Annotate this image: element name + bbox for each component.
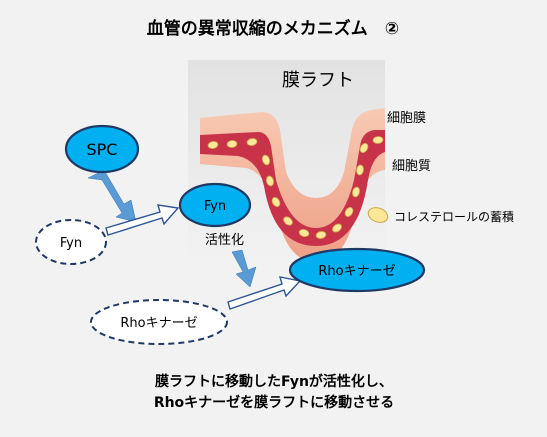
- cytoplasm-label: 細胞質: [392, 159, 431, 174]
- cholesterol-particles: [207, 136, 384, 239]
- activation-label: 活性化: [205, 233, 244, 248]
- cell-membrane-label: 細胞膜: [387, 111, 426, 126]
- fyn-inactive-node: [35, 219, 107, 265]
- caption-line-1: 膜ラフトに移動したFynが活性化し、: [155, 373, 393, 390]
- diagram-title: 血管の異常収縮のメカニズム ②: [147, 18, 399, 39]
- rho-kinase-active-label: Rhoキナーゼ: [318, 264, 395, 279]
- cholesterol-legend-icon: [367, 207, 389, 223]
- spc-label: SPC: [87, 140, 118, 159]
- fyn-active-label: Fyn: [204, 199, 226, 214]
- rho-kinase-active-node: [288, 247, 426, 293]
- fyn-translocation-arrow: [105, 204, 180, 236]
- cholesterol-legend-label: コレステロールの蓄積: [394, 209, 514, 224]
- rho-kinase-inactive-label: Rhoキナーゼ: [120, 316, 197, 331]
- fyn-inactive-label: Fyn: [60, 236, 82, 251]
- cytoplasm-band: [200, 130, 385, 246]
- rho-kinase-inactive-node: [90, 299, 228, 345]
- spc-node: [64, 124, 140, 174]
- fyn-active-node: [178, 182, 252, 228]
- caption-line-2: Rhoキナーゼを膜ラフトに移動させる: [154, 394, 394, 411]
- raft-label: 膜ラフト: [282, 70, 354, 91]
- activation-arrow: [231, 249, 257, 288]
- spc-arrow: [87, 169, 137, 223]
- rho-translocation-arrow: [227, 276, 302, 310]
